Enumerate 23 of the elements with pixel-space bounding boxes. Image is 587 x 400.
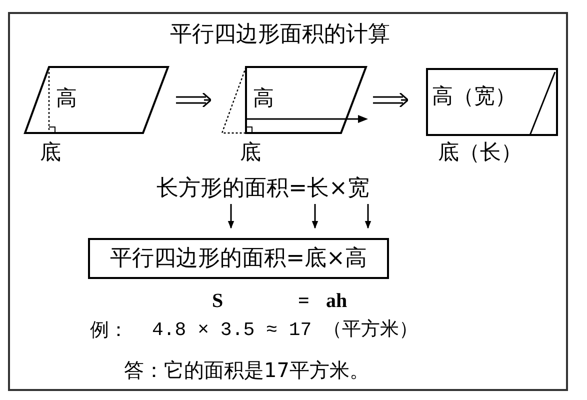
formula-symbol: ah — [326, 291, 348, 311]
rectangle-shape — [426, 68, 558, 136]
formula-box: 平行四边形的面积=底×高 — [88, 238, 389, 279]
arrow — [312, 204, 318, 229]
base-label: 底 — [40, 142, 61, 163]
arrow — [175, 92, 212, 108]
arrow — [372, 92, 409, 108]
height-label: 高 — [253, 88, 274, 109]
formula-text: 长方形的面积=长×宽 — [145, 176, 381, 202]
answer-text: 答：它的面积是17平方米。 — [124, 360, 370, 380]
base-label: 底（长） — [438, 142, 522, 163]
parallelogram-shape — [221, 66, 368, 134]
formula-symbol: S — [212, 291, 224, 311]
height-label: 高 — [56, 88, 77, 109]
example-label: 例： — [90, 321, 128, 340]
height-label: 高（宽） — [432, 86, 516, 107]
arrow — [228, 204, 234, 229]
parallelogram-shape — [24, 66, 170, 134]
formula-symbol: = — [298, 291, 310, 311]
diagram-title: 平行四边形面积的计算 — [169, 24, 391, 46]
example-calculation: 4.8 × 3.5 ≈ 17 （平方米） — [152, 321, 418, 340]
base-label: 底 — [240, 142, 261, 163]
arrow — [364, 204, 372, 229]
